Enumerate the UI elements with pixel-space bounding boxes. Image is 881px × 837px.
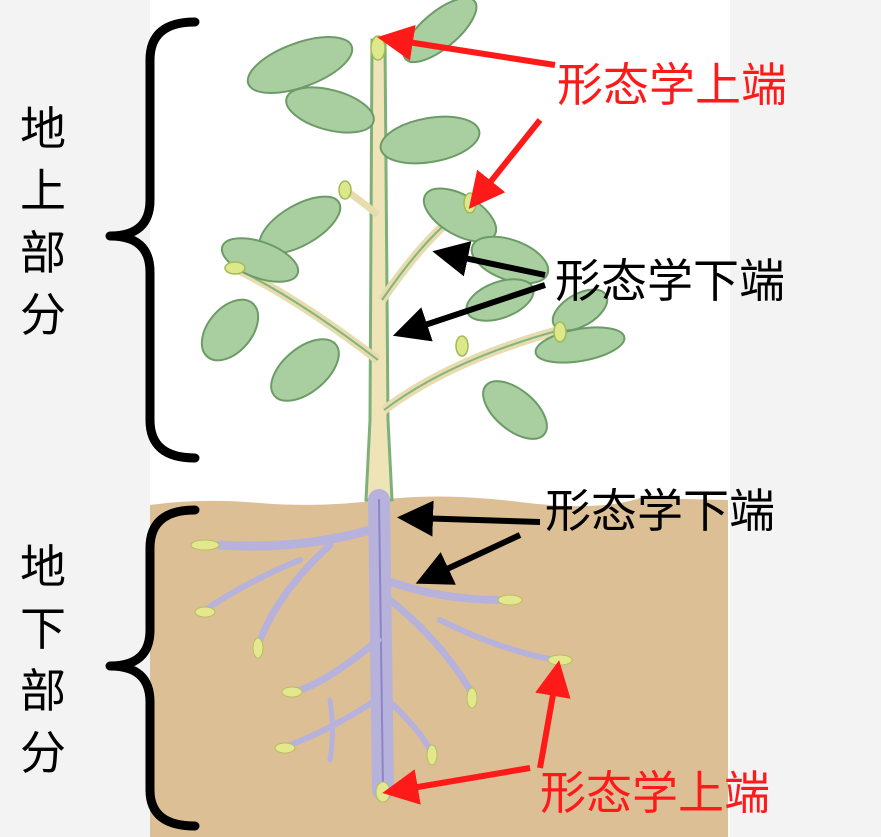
char: 下 [18,598,68,660]
label-root-morphological-upper-end: 形态学上端 [540,770,770,816]
char: 分 [18,284,68,346]
char: 地 [18,536,68,598]
label-stem-morphological-lower-end: 形态学下端 [555,258,785,304]
char: 地 [18,98,68,160]
arrow-to-root-base [415,518,540,522]
label-top-morphological-upper-end: 形态学上端 [557,62,787,108]
char: 分 [18,722,68,784]
label-root-morphological-lower-end: 形态学下端 [545,488,775,534]
char: 上 [18,160,68,222]
label-below-ground-part: 地 下 部 分 [18,536,68,784]
label-above-ground-part: 地 上 部 分 [18,98,68,346]
char: 部 [18,222,68,284]
char: 部 [18,660,68,722]
